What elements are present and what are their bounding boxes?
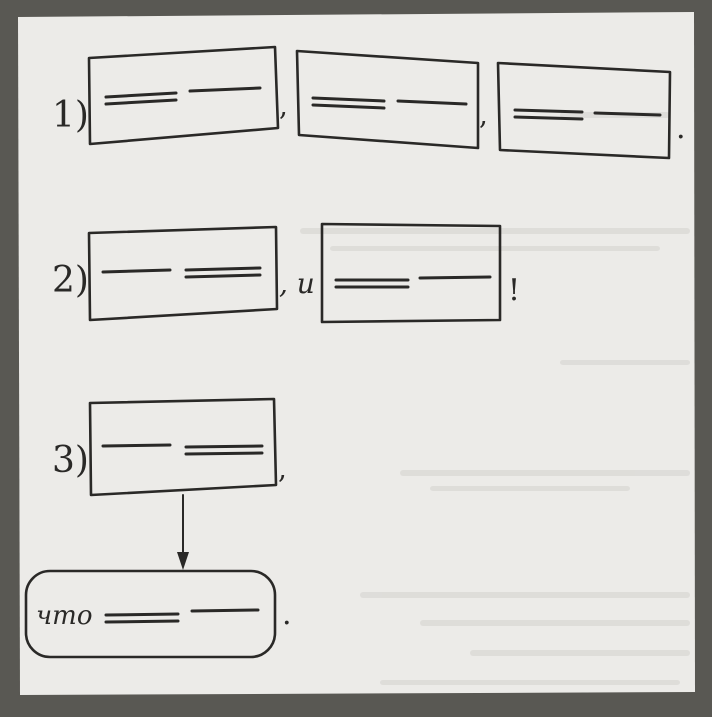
clause-box xyxy=(87,225,279,322)
bleed-line xyxy=(470,650,690,656)
row-1-end-mark: . xyxy=(676,111,686,146)
clause-box xyxy=(496,61,672,160)
predicate-line xyxy=(311,96,386,103)
predicate-line xyxy=(184,266,262,272)
conjunction-word: что xyxy=(36,601,92,631)
predicate-line xyxy=(104,619,180,624)
clause-box xyxy=(87,45,280,146)
clause-box xyxy=(320,222,502,324)
row-1-comma-1: , xyxy=(279,89,288,122)
subject-line xyxy=(396,99,468,106)
predicate-line xyxy=(104,91,178,99)
clause-box-row-1-c xyxy=(496,61,672,160)
predicate-line xyxy=(104,612,180,617)
clause-box-row-2-b xyxy=(320,222,502,324)
clause-box-rounded xyxy=(24,569,277,659)
clause-box-row-1-a xyxy=(87,45,280,146)
subject-line xyxy=(190,608,260,613)
predicate-line xyxy=(311,103,386,110)
subject-line xyxy=(101,268,172,274)
predicate-line xyxy=(513,108,584,114)
bleed-line xyxy=(380,680,680,685)
row-3-end-mark: , xyxy=(278,452,287,485)
bleed-line xyxy=(300,228,690,234)
bleed-line xyxy=(420,620,690,626)
subject-line xyxy=(188,86,262,93)
clause-box xyxy=(88,397,278,497)
bleed-line xyxy=(400,470,690,476)
row-1-label: 1) xyxy=(52,95,89,136)
row-3-label: 3) xyxy=(52,440,89,481)
row-1-comma-2: , xyxy=(479,98,488,131)
row-2-conjunction: , и xyxy=(279,267,315,300)
bleed-line xyxy=(560,360,690,365)
clause-box-row-3-main xyxy=(88,397,278,497)
clause-box xyxy=(295,49,480,150)
subject-line xyxy=(593,111,662,117)
predicate-line xyxy=(184,273,262,279)
predicate-line xyxy=(104,98,178,106)
predicate-line xyxy=(184,451,264,456)
row-2-label: 2) xyxy=(52,260,89,301)
bleed-line xyxy=(360,592,690,598)
down-arrow-icon xyxy=(177,494,189,570)
subject-line xyxy=(101,443,172,448)
subject-line xyxy=(418,275,492,280)
paper-sheet xyxy=(18,12,695,695)
bleed-line xyxy=(430,486,630,491)
clause-box-row-2-a xyxy=(87,225,279,322)
subordinate-clause-box: что xyxy=(24,569,277,659)
bleed-line xyxy=(330,246,660,251)
predicate-line xyxy=(184,444,264,449)
clause-end-mark: . xyxy=(282,597,292,632)
arrow-head xyxy=(177,552,189,570)
clause-box-row-1-b xyxy=(295,49,480,150)
predicate-line xyxy=(513,115,584,121)
row-2-end-mark: ! xyxy=(508,273,520,308)
